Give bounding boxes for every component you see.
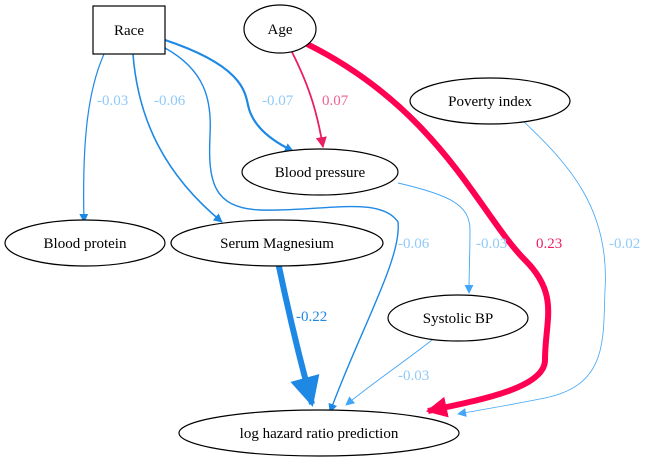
edge-label-serum-magnesium-prediction: -0.22 [296, 309, 327, 325]
edge-age-prediction [305, 41, 552, 418]
node-serum-magnesium[interactable]: Serum Magnesium [170, 219, 384, 267]
node-age[interactable]: Age [243, 4, 317, 54]
node-label-serum-magnesium: Serum Magnesium [220, 236, 334, 252]
edge-systolic-prediction [345, 339, 433, 406]
edge-label-poverty-prediction: -0.02 [609, 236, 640, 252]
edge-label-systolic-prediction: -0.03 [398, 368, 429, 384]
node-blood-protein[interactable]: Blood protein [4, 219, 166, 267]
edge-race-serum-magnesium [132, 53, 223, 223]
node-label-blood-protein: Blood protein [44, 236, 127, 252]
edge-label-race-serum-magnesium: -0.06 [154, 93, 186, 109]
node-poverty-index[interactable]: Poverty index [409, 77, 571, 125]
edge-labels: -0.03 -0.06 -0.07 0.07 -0.06 -0.03 0.23 … [97, 93, 640, 384]
edge-label-race-blood-protein: -0.03 [97, 93, 128, 109]
node-label-poverty-index: Poverty index [448, 94, 532, 110]
node-label-blood-pressure: Blood pressure [275, 165, 366, 181]
node-prediction[interactable]: log hazard ratio prediction [178, 409, 460, 457]
edge-label-race-blood-pressure: -0.07 [262, 93, 294, 109]
edge-race-blood-protein [79, 53, 105, 223]
edges [79, 38, 606, 418]
edge-label-race-prediction: -0.06 [398, 236, 430, 252]
node-label-prediction: log hazard ratio prediction [240, 426, 399, 442]
edge-serum-magnesium-prediction [275, 261, 320, 407]
node-label-systolic-bp: Systolic BP [423, 311, 493, 327]
edge-blood-pressure-systolic [397, 182, 474, 294]
node-blood-pressure[interactable]: Blood pressure [241, 148, 399, 196]
edge-poverty-prediction [457, 119, 606, 417]
node-label-race: Race [114, 23, 144, 39]
edge-race-blood-pressure [164, 38, 294, 152]
node-race[interactable]: Race [92, 5, 166, 55]
edge-race-prediction [164, 47, 399, 413]
node-label-age: Age [268, 22, 293, 38]
edge-age-blood-pressure [291, 51, 327, 149]
edge-label-age-blood-pressure: 0.07 [322, 93, 349, 109]
nodes: Race Age Poverty index Blood pressure Bl… [4, 4, 571, 457]
edge-label-blood-pressure-systolic: -0.03 [476, 236, 507, 252]
node-systolic-bp[interactable]: Systolic BP [387, 294, 529, 342]
edge-label-age-prediction: 0.23 [536, 236, 562, 252]
